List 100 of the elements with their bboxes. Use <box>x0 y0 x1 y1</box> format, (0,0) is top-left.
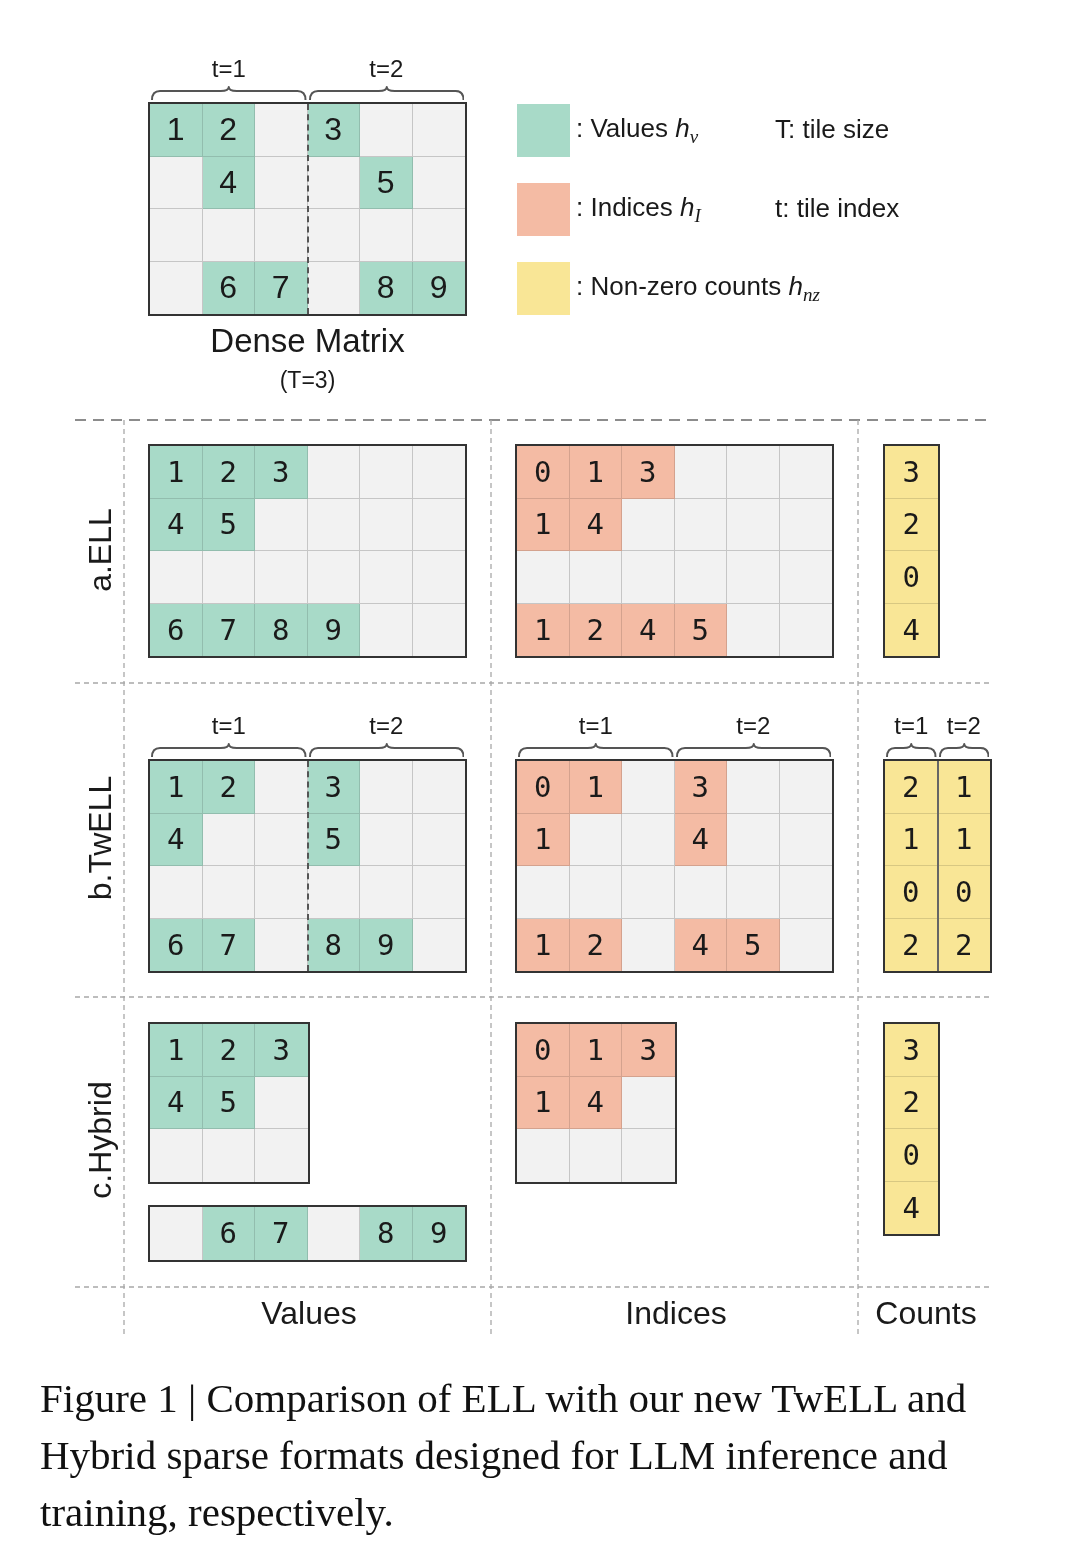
indices-matrix <box>515 759 834 973</box>
column-label: Indices <box>625 1294 727 1332</box>
index-cell: 0 <box>517 1024 570 1077</box>
matrix-caption: Dense Matrix <box>210 322 405 360</box>
value-cell: 7 <box>202 918 255 971</box>
value-cell: 2 <box>202 761 255 814</box>
value-cell: 3 <box>255 1024 308 1077</box>
value-cell: 1 <box>150 761 203 814</box>
tile-label: t=2 <box>369 712 404 740</box>
dense-matrix <box>148 102 467 316</box>
index-cell: 4 <box>674 918 727 971</box>
indices-matrix <box>515 444 834 658</box>
value-cell: 4 <box>150 1076 203 1129</box>
index-cell: 1 <box>569 761 622 814</box>
value-cell: 7 <box>202 603 255 656</box>
value-cell: 8 <box>307 918 360 971</box>
value-cell: 2 <box>202 104 255 157</box>
index-cell: 1 <box>517 918 570 971</box>
value-cell: 1 <box>150 1024 203 1077</box>
tile-label: t=2 <box>946 712 981 740</box>
index-cell: 3 <box>622 446 675 499</box>
value-cell: 8 <box>360 1207 413 1260</box>
index-cell: 4 <box>569 1076 622 1129</box>
count-cell: 0 <box>885 866 938 919</box>
tile-label: t=1 <box>894 712 929 740</box>
count-cell: 0 <box>937 866 990 919</box>
legend-label: : Non-zero counts h$_{nz}$ <box>576 271 820 306</box>
value-cell: 8 <box>255 603 308 656</box>
index-cell: 1 <box>569 1024 622 1077</box>
value-cell: 3 <box>307 104 360 157</box>
value-cell: 5 <box>202 498 255 551</box>
counts-column <box>883 444 940 658</box>
legend-note: T: tile size <box>775 115 890 145</box>
count-cell: 4 <box>885 1181 938 1234</box>
counts-matrix <box>883 759 992 973</box>
value-cell: 5 <box>202 1076 255 1129</box>
index-cell: 1 <box>517 603 570 656</box>
tile-label: t=2 <box>736 712 771 740</box>
value-cell: 5 <box>360 156 413 209</box>
tile-size-note: (T=3) <box>279 366 336 394</box>
count-cell: 1 <box>937 813 990 866</box>
value-cell: 6 <box>202 261 255 314</box>
index-cell: 5 <box>727 918 780 971</box>
tile-label: t=1 <box>211 712 246 740</box>
count-cell: 2 <box>937 918 990 971</box>
value-cell: 6 <box>202 1207 255 1260</box>
value-cell: 4 <box>150 813 203 866</box>
value-cell: 2 <box>202 1024 255 1077</box>
row-label: b.TwELL <box>81 775 119 901</box>
counts-column <box>883 1022 940 1236</box>
count-cell: 4 <box>885 603 938 656</box>
value-cell: 9 <box>307 603 360 656</box>
value-cell: 4 <box>202 156 255 209</box>
index-cell: 5 <box>674 603 727 656</box>
value-cell: 7 <box>255 261 308 314</box>
value-cell: 9 <box>412 261 465 314</box>
values-matrix <box>148 1022 310 1184</box>
index-cell: 0 <box>517 761 570 814</box>
count-cell: 0 <box>885 551 938 604</box>
values-matrix <box>148 444 467 658</box>
tile-label: t=1 <box>578 712 613 740</box>
legend-note: t: tile index <box>775 194 900 224</box>
index-cell: 1 <box>517 813 570 866</box>
count-cell: 1 <box>885 813 938 866</box>
count-cell: 2 <box>885 498 938 551</box>
tile-label: t=2 <box>369 55 404 83</box>
value-cell: 6 <box>150 918 203 971</box>
index-cell: 3 <box>622 1024 675 1077</box>
index-cell: 4 <box>569 498 622 551</box>
value-cell: 2 <box>202 446 255 499</box>
index-cell: 1 <box>517 1076 570 1129</box>
count-cell: 3 <box>885 1024 938 1077</box>
value-cell: 4 <box>150 498 203 551</box>
legend-label: : Values h$_{v}$ <box>576 113 699 148</box>
values-matrix <box>148 759 467 973</box>
count-cell: 2 <box>885 1076 938 1129</box>
legend-label: : Indices h$_{I}$ <box>576 192 701 227</box>
value-cell: 1 <box>150 446 203 499</box>
value-cell: 5 <box>307 813 360 866</box>
count-cell: 2 <box>885 761 938 814</box>
values-row <box>148 1205 467 1262</box>
index-cell: 4 <box>674 813 727 866</box>
count-cell: 2 <box>885 918 938 971</box>
index-cell: 2 <box>569 918 622 971</box>
row-label: a.ELL <box>81 508 119 592</box>
value-cell: 6 <box>150 603 203 656</box>
value-cell: 9 <box>360 918 413 971</box>
index-cell: 1 <box>517 498 570 551</box>
tile-label: t=1 <box>211 55 246 83</box>
count-cell: 3 <box>885 446 938 499</box>
value-cell: 3 <box>307 761 360 814</box>
index-cell: 3 <box>674 761 727 814</box>
value-cell: 3 <box>255 446 308 499</box>
index-cell: 0 <box>517 446 570 499</box>
column-label: Values <box>261 1294 357 1332</box>
value-cell: 1 <box>150 104 203 157</box>
row-label: c.Hybrid <box>81 1081 119 1199</box>
index-cell: 4 <box>622 603 675 656</box>
index-cell: 2 <box>569 603 622 656</box>
index-cell: 1 <box>569 446 622 499</box>
